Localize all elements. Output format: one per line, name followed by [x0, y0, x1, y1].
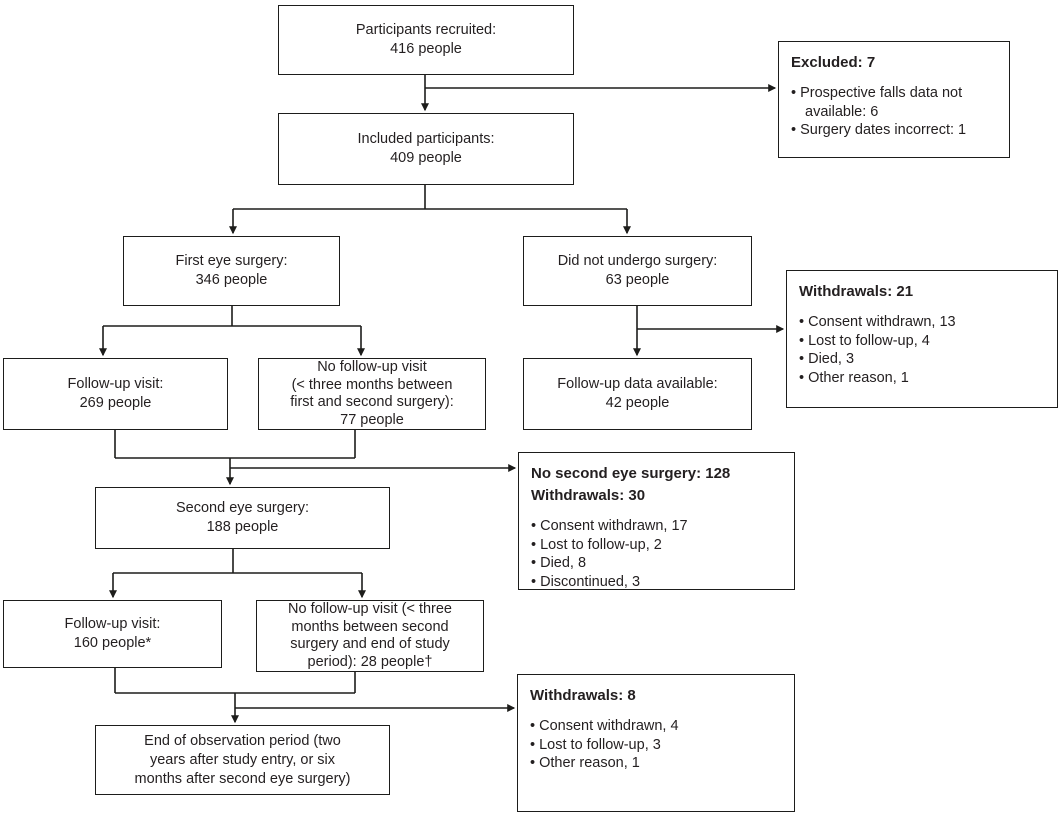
second-eye-surgery-text: Second eye surgery: 188 people: [176, 500, 309, 535]
no-followup-2-text: No follow-up visit (< three months betwe…: [288, 601, 452, 670]
bullet-item: • Consent withdrawn, 4: [530, 718, 679, 734]
followup-visit-1-box: Follow-up visit: 269 people: [3, 358, 228, 430]
bullet-item: • Other reason, 1: [530, 755, 640, 771]
did-not-undergo-text: Did not undergo surgery: 63 people: [557, 253, 718, 288]
excluded-titles: Excluded: 7: [791, 52, 997, 74]
followup-visit-2-text: Follow-up visit: 160 people*: [64, 616, 161, 651]
followup-data-text: Follow-up data available: 42 people: [557, 376, 718, 411]
bullet-item: • Other reason, 1: [799, 369, 909, 386]
connector-included-split-bar: [233, 185, 627, 210]
excluded-items: • Prospective falls data not available: …: [791, 84, 997, 140]
followup-visit-1-text: Follow-up visit: 269 people: [67, 376, 164, 411]
bullet-item: • Lost to follow-up, 2: [531, 536, 662, 553]
no-followup-1-text: No follow-up visit (< three months betwe…: [290, 359, 454, 428]
withdrawals-8-box: Withdrawals: 8 • Consent withdrawn, 4 • L…: [517, 674, 795, 812]
withdrawals-21-box: Withdrawals: 21 • Consent withdrawn, 13•…: [786, 270, 1058, 408]
side-title: No second eye surgery: 128: [531, 465, 731, 482]
first-eye-surgery-box: First eye surgery: 346 people: [123, 236, 340, 306]
bullet-item: • Consent withdrawn, 17: [531, 518, 688, 534]
included-box: Included participants: 409 people: [278, 113, 574, 185]
bullet-item: • Surgery dates incorrect: 1: [791, 122, 967, 138]
bullet-item: • Died, 8: [531, 555, 587, 571]
included-text: Included participants: 409 people: [357, 131, 495, 166]
did-not-undergo-box: Did not undergo surgery: 63 people: [523, 236, 752, 306]
connector-firsteye-split-bar: [103, 306, 361, 327]
recruited-text: Participants recruited: 416 people: [355, 22, 497, 57]
no-second-eye-items: • Consent withdrawn, 17 • Lost to follow-…: [531, 517, 782, 591]
side-title: Withdrawals: 30: [531, 487, 646, 504]
withdrawals-8-titles: Withdrawals: 8: [530, 685, 782, 707]
no-followup-1-box: No follow-up visit (< three months betwe…: [258, 358, 486, 430]
excluded-box: Excluded: 7 • Prospective falls data not…: [778, 41, 1010, 158]
withdrawals-21-titles: Withdrawals: 21: [799, 281, 1045, 303]
bullet-item: • Lost to follow-up, 4: [799, 332, 930, 349]
first-eye-surgery-text: First eye surgery: 346 people: [175, 253, 288, 288]
bullet-item: • Died, 3: [799, 351, 855, 367]
second-eye-surgery-box: Second eye surgery: 188 people: [95, 487, 390, 549]
recruited-box: Participants recruited: 416 people: [278, 5, 574, 75]
end-observation-box: End of observation period (two years aft…: [95, 725, 390, 795]
withdrawals-8-items: • Consent withdrawn, 4 • Lost to follow-u…: [530, 717, 782, 773]
side-title: Withdrawals: 21: [799, 283, 914, 300]
connector-secondeye-split-bar: [113, 549, 362, 574]
bullet-item: • Discontinued, 3: [531, 573, 641, 590]
bullet-item: • Consent withdrawn, 13: [799, 314, 956, 330]
connector-followup1-merge-bar: [114, 430, 356, 459]
end-observation-text: End of observation period (two years aft…: [134, 732, 351, 787]
bullet-item: • Prospective falls data not available: …: [791, 85, 963, 120]
side-title: Excluded: 7: [791, 54, 876, 71]
withdrawals-21-items: • Consent withdrawn, 13 • Lost to follow-…: [799, 313, 1045, 387]
followup-visit-2-box: Follow-up visit: 160 people*: [3, 600, 222, 668]
side-title: Withdrawals: 8: [530, 687, 636, 704]
followup-data-box: Follow-up data available: 42 people: [523, 358, 752, 430]
bullet-item: • Lost to follow-up, 3: [530, 736, 661, 753]
no-followup-2-box: No follow-up visit (< three months betwe…: [256, 600, 484, 672]
